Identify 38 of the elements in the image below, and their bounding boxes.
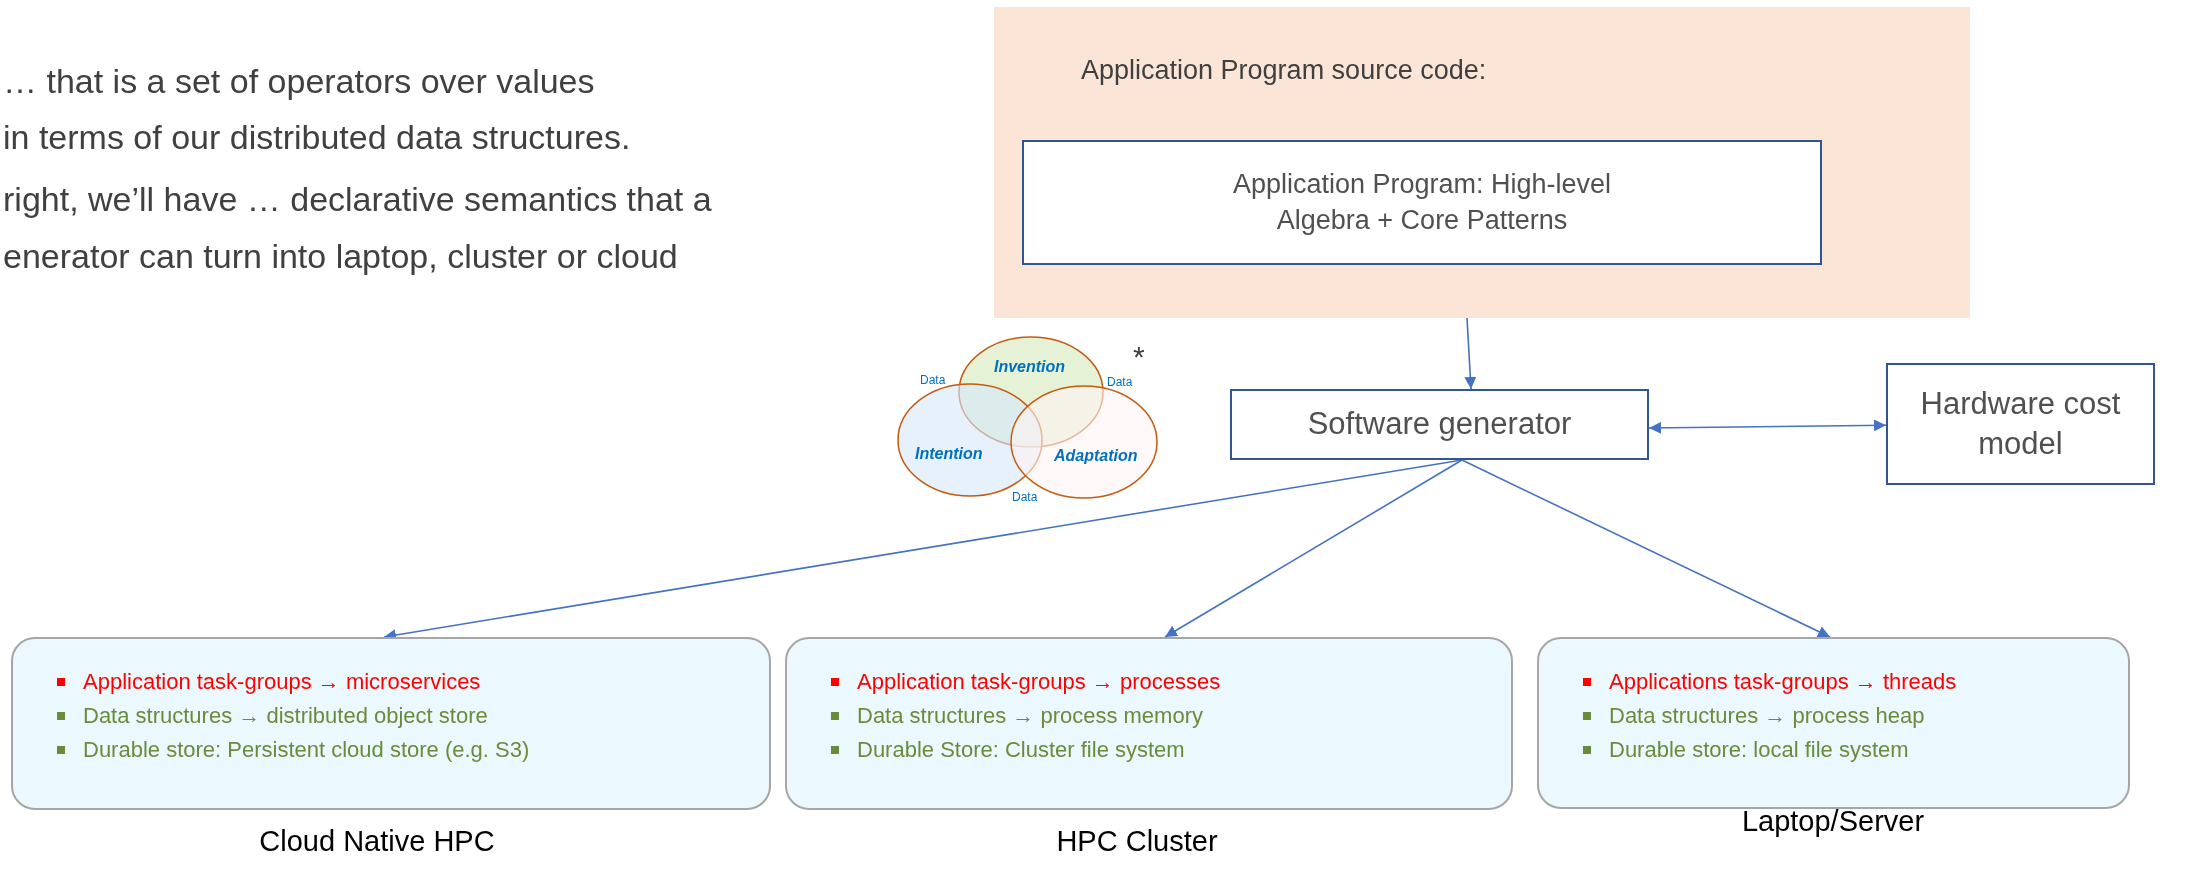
body-text: right, we’ll have … declarative semantics that a <box>3 180 712 219</box>
platform-box <box>785 637 1513 810</box>
body-text: in terms of our distributed data structures. <box>3 118 631 157</box>
process-box <box>1022 140 1822 265</box>
bullet-item: Durable store: Persistent cloud store (e.g. S3) <box>53 733 769 767</box>
platform-box <box>11 637 771 810</box>
arrow <box>1461 459 1831 638</box>
bullet-item: Data structures → distributed object store <box>53 699 769 733</box>
process-box <box>1230 389 1649 460</box>
arrow <box>1464 317 1477 390</box>
box-label: Application Program: High-level Algebra + Core Patterns <box>1231 168 1613 237</box>
arrow <box>1648 419 1887 434</box>
venn-label: Adaptation <box>1054 447 1138 465</box>
platform-caption: HPC Cluster <box>1056 825 1218 858</box>
footnote-mark: * <box>1133 340 1145 374</box>
body-text: … that is a set of operators over values <box>3 62 595 101</box>
bullet-item: Durable store: local file system <box>1579 733 2128 767</box>
bullet-item: Application task-groups → microservices <box>53 665 769 699</box>
box-label: Software generator <box>1307 405 1572 444</box>
platform-caption: Laptop/Server <box>1741 805 1925 838</box>
bullet-item: Data structures → process heap <box>1579 699 2128 733</box>
platform-box <box>1537 637 2130 809</box>
venn-label: Intention <box>915 445 983 463</box>
venn-annotation: Data <box>1107 375 1133 389</box>
bullet-item: Durable Store: Cluster file system <box>827 733 1511 767</box>
box-label: Hardware cost model <box>1920 384 2121 463</box>
bullet-item: Application task-groups → processes <box>827 665 1511 699</box>
bullet-item: Applications task-groups → threads <box>1579 665 2128 699</box>
venn-label: Invention <box>994 358 1066 376</box>
process-box <box>1886 363 2155 485</box>
panel-title: Application Program source code: <box>1081 55 1487 86</box>
venn-annotation: Data <box>920 373 946 387</box>
platform-caption: Cloud Native HPC <box>259 825 495 858</box>
body-text: enerator can turn into laptop, cluster or cloud <box>3 237 678 276</box>
source-code-panel <box>994 7 1970 318</box>
bullet-item: Data structures → process memory <box>827 699 1511 733</box>
arrow <box>1164 459 1463 638</box>
venn-annotation: Data <box>1012 490 1038 504</box>
